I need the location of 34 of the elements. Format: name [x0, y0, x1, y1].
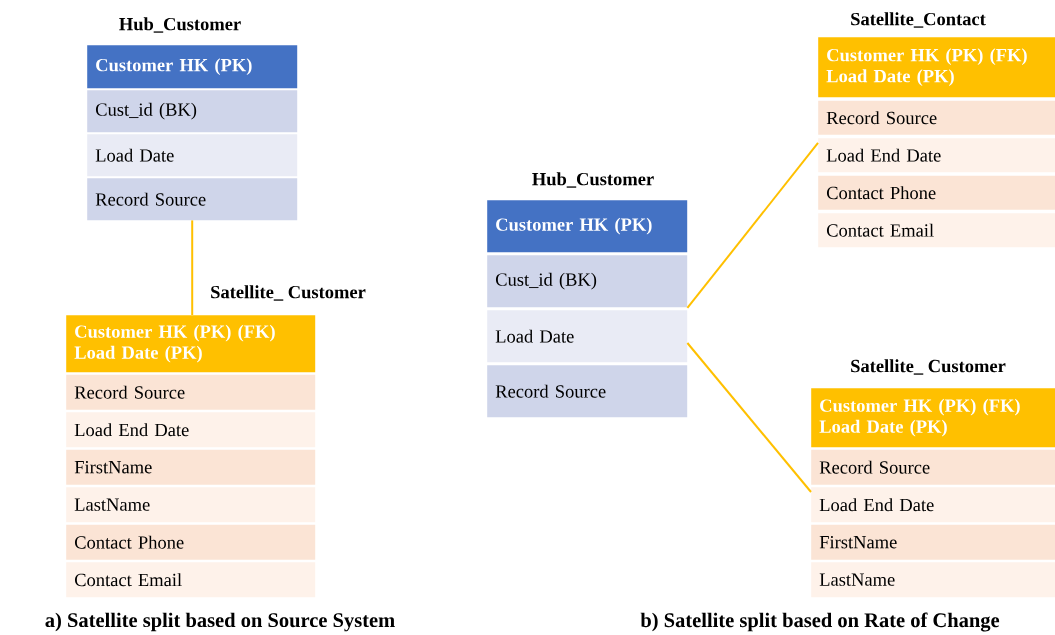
table-title: Satellite_ Customer	[851, 359, 1006, 375]
table-row: Record Source	[818, 100, 1055, 135]
table-title: Hub_Customer	[119, 17, 241, 33]
table-row: FirstName	[66, 449, 316, 485]
table-header: Customer HK (PK) (FK) Load Date (PK)	[66, 315, 316, 373]
table-title: Hub_Customer	[532, 172, 654, 188]
table-header: Customer HK (PK) (FK) Load Date (PK)	[818, 37, 1055, 98]
table-row: Load Date	[487, 310, 688, 363]
table-row: Cust_id (BK)	[87, 90, 298, 133]
connector-line	[191, 219, 194, 316]
table-header: Customer HK (PK)	[87, 45, 298, 89]
table-row: Record Source	[811, 449, 1055, 485]
connector-line	[686, 142, 819, 309]
table-row: Contact Phone	[66, 524, 316, 560]
table-row: Cust_id (BK)	[487, 255, 688, 308]
table-row: Record Source	[487, 365, 688, 418]
table-row: Contact Email	[66, 562, 316, 598]
table-row: Load End Date	[66, 412, 316, 448]
table-row: Record Source	[66, 374, 316, 410]
table-row: Contact Phone	[818, 175, 1055, 210]
table-row: Load Date	[87, 134, 298, 177]
table-row: Record Source	[87, 178, 298, 221]
table-row: FirstName	[811, 524, 1055, 560]
connector-line	[686, 342, 812, 493]
table-row: LastName	[811, 562, 1055, 598]
caption: b) Satellite split based on Rate of Change	[640, 612, 1000, 632]
table-row: Load End Date	[818, 138, 1055, 173]
table-row: LastName	[66, 487, 316, 523]
table-header: Customer HK (PK) (FK) Load Date (PK)	[811, 388, 1055, 448]
table-title: Satellite_Contact	[851, 12, 986, 28]
table-title: Satellite_ Customer	[211, 285, 366, 301]
table-row: Contact Email	[818, 213, 1055, 248]
table-row: Load End Date	[811, 487, 1055, 523]
table-header: Customer HK (PK)	[487, 200, 688, 253]
